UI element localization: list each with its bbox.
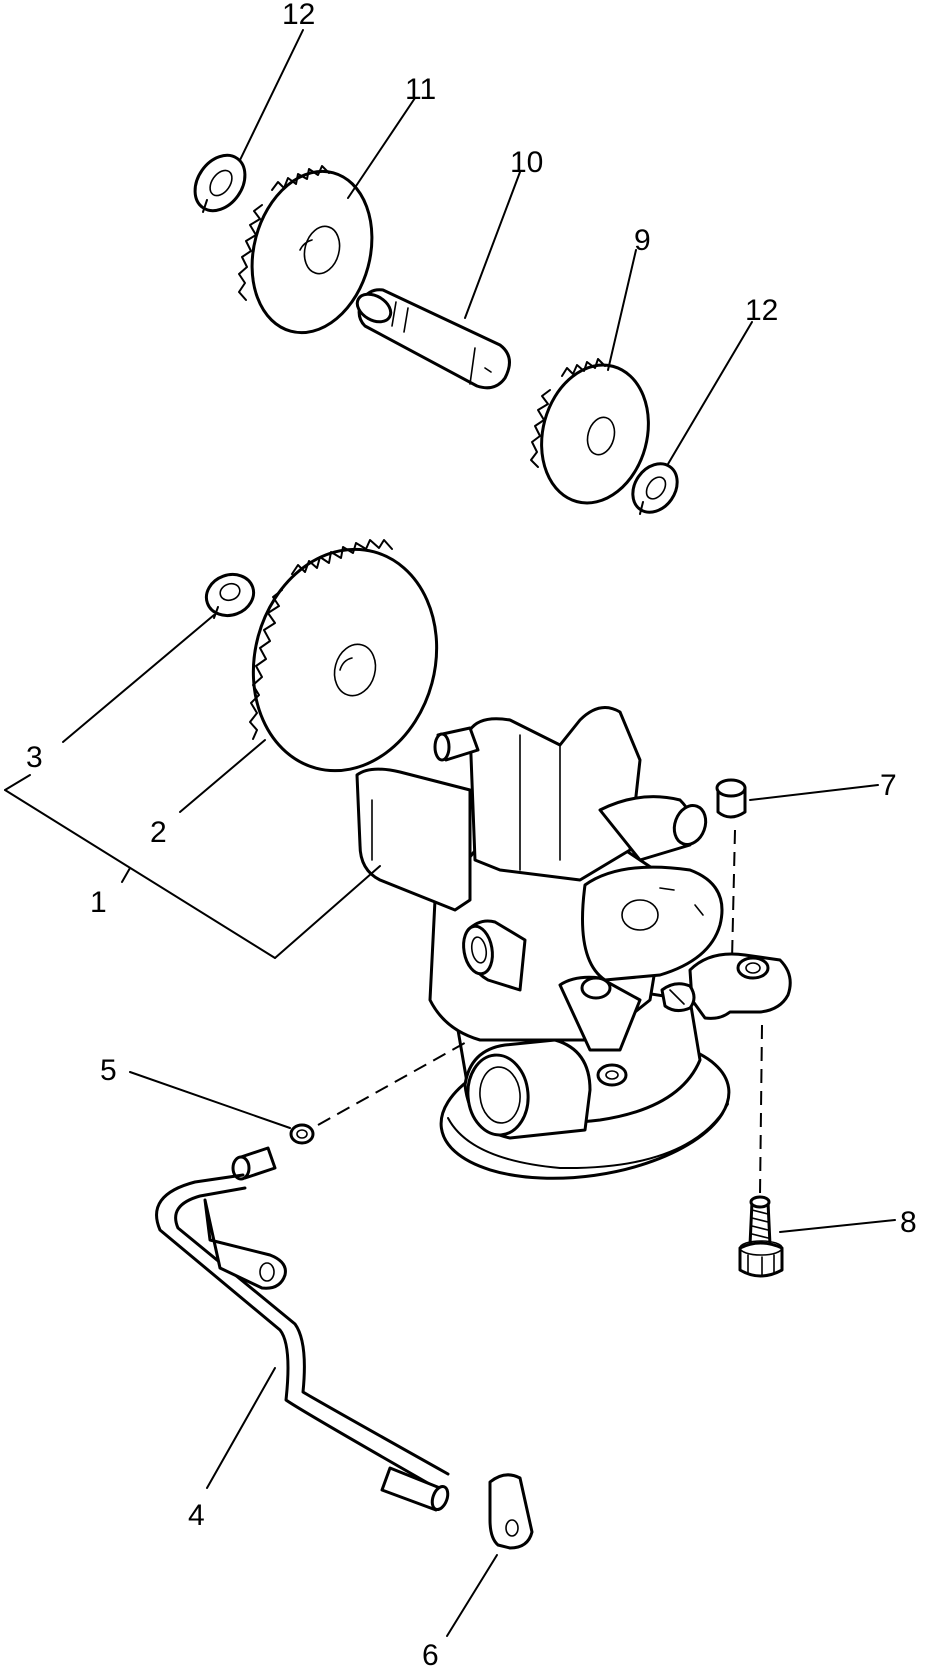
callout-3: 3 (26, 741, 43, 774)
circlip-12-right (631, 462, 679, 515)
callout-9: 9 (634, 224, 651, 257)
leader-lines (4, 29, 896, 1637)
oil-pump-body-1 (355, 706, 792, 1180)
callout-12-right: 12 (745, 294, 778, 327)
callout-6: 6 (422, 1639, 439, 1670)
callout-labels: 12 11 10 9 12 3 2 1 7 8 5 4 6 (26, 0, 917, 1670)
collar-7 (715, 778, 747, 819)
callout-7: 7 (880, 769, 897, 802)
callout-1: 1 (90, 886, 107, 919)
gear-9 (530, 358, 650, 505)
gear-2 (249, 539, 439, 773)
circlip-3 (204, 572, 256, 619)
callout-10: 10 (510, 146, 543, 179)
callout-4: 4 (188, 1499, 205, 1532)
shaft-10 (355, 288, 511, 390)
lock-plate-6 (488, 1473, 534, 1550)
gear-11 (238, 165, 374, 335)
callout-12-top: 12 (282, 0, 315, 31)
o-ring-5 (289, 1123, 315, 1145)
callout-5: 5 (100, 1054, 117, 1087)
circlip-12-top (193, 153, 247, 213)
oil-pipe-4 (155, 1146, 450, 1512)
callout-2: 2 (150, 816, 167, 849)
callout-8: 8 (900, 1206, 917, 1239)
bolt-8 (738, 1195, 784, 1278)
callout-11: 11 (405, 73, 436, 106)
